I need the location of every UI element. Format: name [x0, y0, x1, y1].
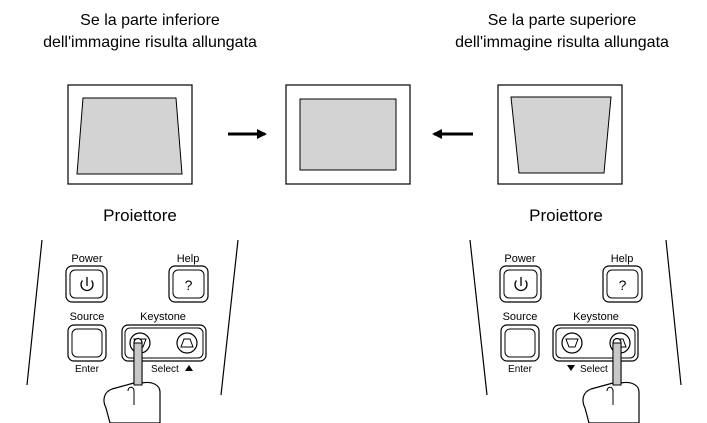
enter-label: Enter — [508, 364, 533, 375]
caption-left-line1: Se la parte inferiore — [80, 12, 220, 29]
help-icon: ? — [619, 277, 627, 293]
help-label: Help — [177, 253, 200, 265]
source-enter-button[interactable] — [67, 324, 107, 362]
keystone-minus-button[interactable] — [561, 332, 583, 354]
projector-label-left: Proiettore — [103, 206, 177, 225]
caption-right-line1: Se la parte superiore — [487, 12, 637, 29]
select-label: Select — [151, 364, 179, 375]
screen-corrected — [285, 84, 411, 185]
power-label: Power — [504, 253, 536, 265]
caption-right-line2: dell'immagine risulta allungata — [455, 34, 669, 51]
keystone-label: Keystone — [573, 311, 619, 323]
screen-bottom-stretched — [67, 84, 193, 185]
keystone-plus-button[interactable] — [176, 332, 198, 354]
select-label: Select — [580, 364, 608, 375]
enter-label: Enter — [75, 364, 100, 375]
keystone-up-icon — [180, 338, 194, 348]
projector-label-right: Proiettore — [529, 206, 603, 225]
power-button[interactable] — [499, 265, 542, 303]
caption-left-line2: dell'immagine risulta allungata — [43, 34, 257, 51]
help-icon: ? — [185, 277, 193, 293]
select-up-arrow-icon — [185, 365, 193, 371]
power-icon — [80, 277, 94, 292]
source-enter-button[interactable] — [500, 324, 540, 362]
screen-top-stretched — [497, 84, 623, 185]
source-label: Source — [70, 311, 105, 323]
keystone-label: Keystone — [140, 311, 186, 323]
caption-left: Se la parte inferiore dell'immagine risu… — [10, 10, 290, 54]
source-label: Source — [503, 311, 538, 323]
caption-right: Se la parte superiore dell'immagine risu… — [422, 10, 702, 54]
select-down-arrow-icon — [567, 365, 575, 371]
control-panel-left: Power Help ? Source Enter Keystone — [26, 239, 239, 423]
help-button[interactable]: ? — [168, 265, 209, 303]
power-label: Power — [71, 253, 103, 265]
pointing-hand-icon — [582, 337, 640, 423]
control-panel-right: Power Help ? Source Enter Keystone — [469, 239, 682, 423]
keystone-down-icon — [565, 338, 579, 348]
pointing-hand-icon — [103, 337, 161, 423]
power-icon — [514, 277, 528, 292]
power-button[interactable] — [65, 265, 108, 303]
help-label: Help — [611, 253, 634, 265]
help-button[interactable]: ? — [602, 265, 643, 303]
